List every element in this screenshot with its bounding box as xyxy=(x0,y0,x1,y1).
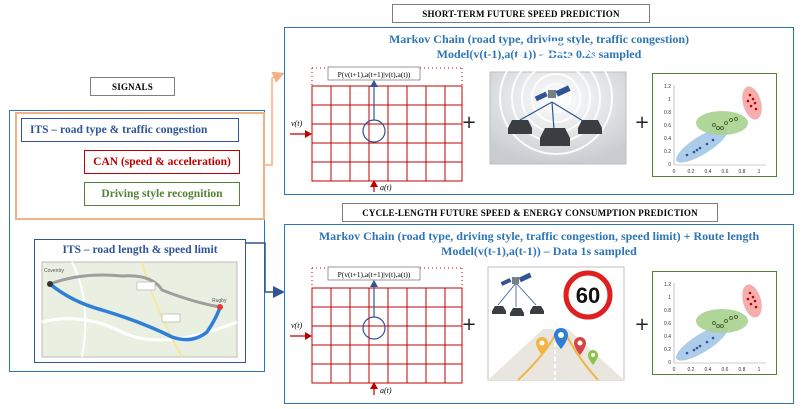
svg-text:0.8: 0.8 xyxy=(739,169,746,175)
signals-panel xyxy=(9,110,265,372)
plus-sign-1: + xyxy=(461,111,477,133)
v-label-2: v(t) xyxy=(291,321,302,330)
svg-text:60: 60 xyxy=(576,283,600,308)
its-road-length-box xyxy=(34,239,246,363)
svg-text:0.4: 0.4 xyxy=(705,169,712,175)
markov-grid-cycle-length: P(v(t+1),a(t+1)|v(t),a(t)) v(t) a(t) xyxy=(290,266,463,395)
blue-cluster-2 xyxy=(676,325,728,361)
svg-text:0.4: 0.4 xyxy=(664,334,671,340)
svg-text:0.2: 0.2 xyxy=(664,347,671,353)
svg-text:0.2: 0.2 xyxy=(664,149,671,155)
car-icons xyxy=(508,120,602,146)
short-term-header: SHORT-TERM FUTURE SPEED PREDICTION xyxy=(392,4,650,23)
red-cluster xyxy=(742,86,762,120)
plus-sign-3: + xyxy=(461,313,477,335)
route-map: Coventry Rugby xyxy=(41,261,238,358)
svg-text:0: 0 xyxy=(673,169,676,175)
scatter-plot-1: 1.2 1 0.8 0.6 0.4 0.2 0 0 0.2 0.4 0.6 0.… xyxy=(664,84,766,175)
svg-text:1: 1 xyxy=(668,295,671,301)
blue-connector xyxy=(246,242,285,298)
svg-text:0: 0 xyxy=(673,367,676,373)
short-term-title-2: Model(v(t-1),a(t-1)) – Data 0.2s sampled xyxy=(436,46,642,61)
can-box: CAN (speed & acceleration) xyxy=(84,150,240,174)
svg-text:1: 1 xyxy=(758,169,761,175)
v-label: v(t) xyxy=(291,119,302,128)
svg-text:0.2: 0.2 xyxy=(688,169,695,175)
state-circle-2 xyxy=(362,316,386,340)
svg-text:0.4: 0.4 xyxy=(705,367,712,373)
markov-grid-short-term: P(v(t+1),a(t+1)|v(t),a(t)) v(t) a(t) xyxy=(290,66,463,192)
plus-sign-4: + xyxy=(634,313,650,335)
navigation-speed-image: 60 xyxy=(487,266,625,381)
svg-text:0.8: 0.8 xyxy=(664,308,671,314)
svg-text:0.6: 0.6 xyxy=(664,123,671,129)
car-icons-2 xyxy=(492,306,544,316)
x-ticks-2: 0 0.2 0.4 0.6 0.8 1 xyxy=(673,367,761,373)
location-pin-icons xyxy=(536,328,598,365)
plus-sign-2: + xyxy=(634,111,650,133)
svg-text:0.8: 0.8 xyxy=(664,110,671,116)
y-ticks-2: 1.2 1 0.8 0.6 0.4 0.2 0 xyxy=(664,282,671,366)
grid-lines xyxy=(311,85,463,182)
svg-text:1: 1 xyxy=(758,367,761,373)
svg-text:0: 0 xyxy=(668,360,671,366)
cycle-length-header: CYCLE-LENGTH FUTURE SPEED & ENERGY CONSU… xyxy=(342,203,718,222)
cycle-length-title-1: Markov Chain (road type, driving style, … xyxy=(318,228,760,243)
its-road-length-label: ITS – road length & speed limit xyxy=(62,244,218,256)
svg-text:0.6: 0.6 xyxy=(664,321,671,327)
orange-connector xyxy=(265,71,285,166)
svg-text:0: 0 xyxy=(668,162,671,168)
state-circle xyxy=(362,119,386,143)
svg-text:0.8: 0.8 xyxy=(739,367,746,373)
a-label-2: a(t) xyxy=(380,386,392,395)
signals-group-frame xyxy=(15,112,265,220)
y-ticks-1: 1.2 1 0.8 0.6 0.4 0.2 0 xyxy=(664,84,671,168)
green-cluster xyxy=(696,111,748,135)
short-term-title-1: Markov Chain (road type, driving style, … xyxy=(388,31,690,46)
scatter-plot-2: 1.2 1 0.8 0.6 0.4 0.2 0 0 0.2 0.4 0.6 0.… xyxy=(664,282,766,373)
svg-text:0.2: 0.2 xyxy=(688,367,695,373)
blue-cluster xyxy=(676,127,728,163)
map-label-coventry: Coventry xyxy=(44,268,65,274)
satellite-icon-2 xyxy=(500,272,532,286)
svg-text:1.2: 1.2 xyxy=(664,282,671,288)
svg-text:0.4: 0.4 xyxy=(664,136,671,142)
svg-text:1: 1 xyxy=(668,97,671,103)
connected-vehicles-image xyxy=(489,41,627,165)
prob-label: P(v(t+1),a(t+1)|v(t),a(t)) xyxy=(338,70,411,79)
svg-text:1.2: 1.2 xyxy=(664,84,671,90)
red-cluster-2 xyxy=(742,284,762,318)
green-cluster-2 xyxy=(696,309,748,333)
x-ticks-1: 0 0.2 0.4 0.6 0.8 1 xyxy=(673,169,761,175)
prob-label-2: P(v(t+1),a(t+1)|v(t),a(t)) xyxy=(338,270,411,279)
cycle-length-title-2: Model(v(t-1),a(t-1)) – Data 1s sampled xyxy=(441,243,637,258)
its-road-type-box: ITS – road type & traffic congestion xyxy=(21,118,239,142)
svg-text:0.6: 0.6 xyxy=(722,367,729,373)
satellite-icon xyxy=(534,85,571,102)
signals-title: SIGNALS xyxy=(90,77,175,96)
svg-text:0.6: 0.6 xyxy=(722,169,729,175)
map-label-rugby: Rugby xyxy=(212,298,227,304)
a-label: a(t) xyxy=(380,183,392,192)
driving-style-box: Driving style recognition xyxy=(84,182,240,206)
speed-limit-sign: 60 xyxy=(563,270,613,320)
